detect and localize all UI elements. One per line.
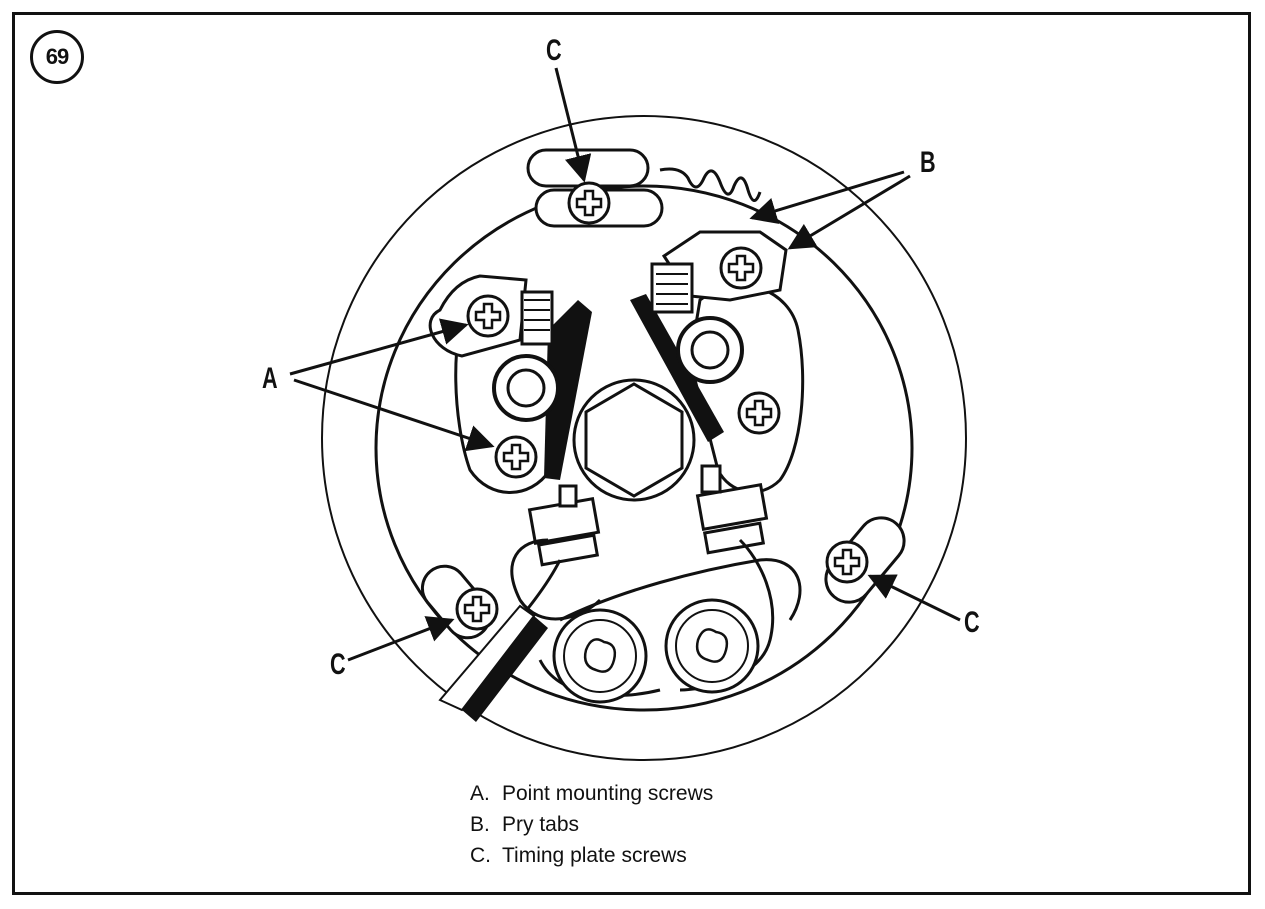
figure-number-badge: 69 xyxy=(30,30,84,84)
right-socket xyxy=(664,598,760,694)
arrow-a-2 xyxy=(293,378,495,452)
legend-text: Timing plate screws xyxy=(502,844,687,867)
left-terminal xyxy=(527,484,601,567)
legend-key: A. xyxy=(470,782,490,805)
screw-top xyxy=(567,181,611,225)
screw-bottom-right xyxy=(825,540,869,584)
arrow-lines xyxy=(289,67,961,662)
legend-text: Point mounting screws xyxy=(502,782,714,805)
screw-left-upper xyxy=(466,294,510,338)
callout-b: B xyxy=(920,146,936,179)
arrow-b-2 xyxy=(787,174,911,250)
base-plate-ring xyxy=(374,184,914,712)
arrow-c-left xyxy=(347,616,455,662)
right-point-assembly xyxy=(630,230,805,494)
arrow-b-1 xyxy=(749,170,905,224)
legend: A. Point mounting screws B. Pry tabs C. Tim… xyxy=(470,778,713,871)
legend-key: C. xyxy=(470,844,491,867)
left-socket xyxy=(552,608,648,704)
callout-a: A xyxy=(262,362,278,395)
screw-right-upper xyxy=(719,246,763,290)
legend-item: B. Pry tabs xyxy=(470,809,713,840)
screw-left-lower xyxy=(494,435,538,479)
callout-c-top: C xyxy=(546,34,562,67)
screw-right-lower xyxy=(737,391,781,435)
figure-number: 69 xyxy=(45,44,70,69)
legend-item: C. Timing plate screws xyxy=(470,840,713,871)
legend-text: Pry tabs xyxy=(502,813,580,836)
callout-c-left: C xyxy=(330,648,346,681)
legend-key: B. xyxy=(470,813,490,836)
central-cam xyxy=(572,378,696,502)
spring xyxy=(659,167,762,202)
screw-bottom-left xyxy=(455,587,499,631)
arrow-a-1 xyxy=(289,318,469,376)
arrow-c-right xyxy=(867,574,961,622)
arrow-c-top xyxy=(554,67,592,183)
screwdriver xyxy=(438,604,548,722)
right-terminal xyxy=(695,464,769,555)
callout-c-right: C xyxy=(964,606,980,639)
legend-item: A. Point mounting screws xyxy=(470,778,713,809)
